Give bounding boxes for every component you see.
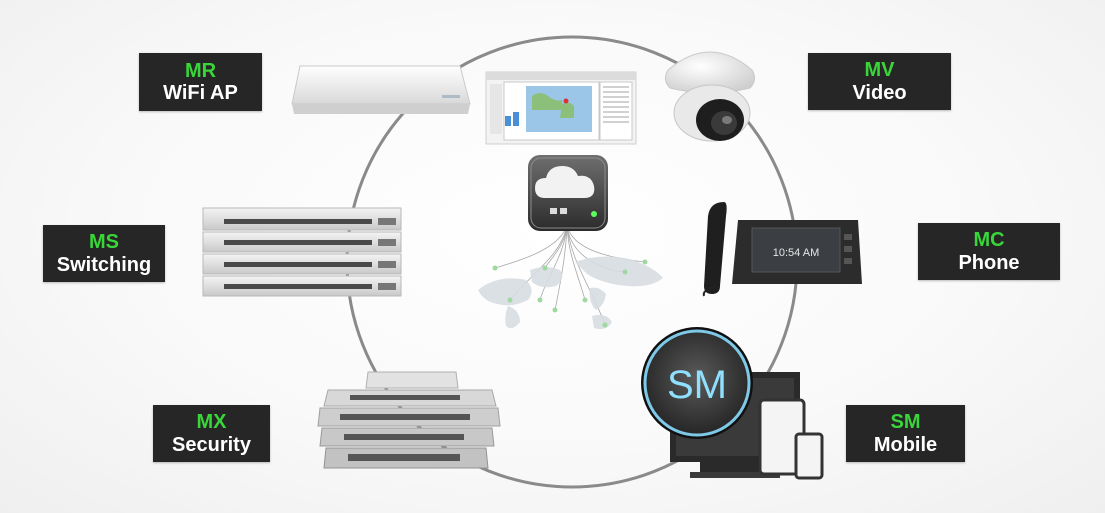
label-mr: MR WiFi AP <box>139 53 262 111</box>
access-point-icon <box>291 65 471 114</box>
label-sm: SM Mobile <box>846 405 965 462</box>
label-mv-code: MV <box>864 59 895 82</box>
desk-phone-icon <box>702 202 862 297</box>
label-mc: MC Phone <box>918 223 1060 280</box>
device-management-icon <box>641 327 824 480</box>
label-ms: MS Switching <box>43 225 165 282</box>
security-appliance-icon <box>317 371 501 469</box>
phone-screen-time: 10:54 AM <box>773 247 819 259</box>
label-ms-name: Switching <box>56 253 152 276</box>
label-sm-name: Mobile <box>873 433 938 456</box>
cloud-icon <box>478 155 663 330</box>
label-mx-code: MX <box>196 411 227 434</box>
dashboard-screenshot-icon <box>485 71 637 145</box>
label-mc-name: Phone <box>958 251 1020 274</box>
label-mx-name: Security <box>172 433 251 456</box>
sm-badge-text: SM <box>667 363 727 407</box>
label-mr-code: MR <box>184 59 217 82</box>
label-mv: MV Video <box>808 53 951 110</box>
dome-camera-icon <box>664 51 756 142</box>
network-switch-icon <box>202 207 402 297</box>
label-mc-code: MC <box>973 229 1005 252</box>
label-mx: MX Security <box>153 405 270 462</box>
label-sm-code: SM <box>890 411 921 434</box>
label-mr-name: WiFi AP <box>163 82 238 104</box>
label-mv-name: Video <box>852 81 907 104</box>
label-ms-code: MS <box>89 231 119 254</box>
